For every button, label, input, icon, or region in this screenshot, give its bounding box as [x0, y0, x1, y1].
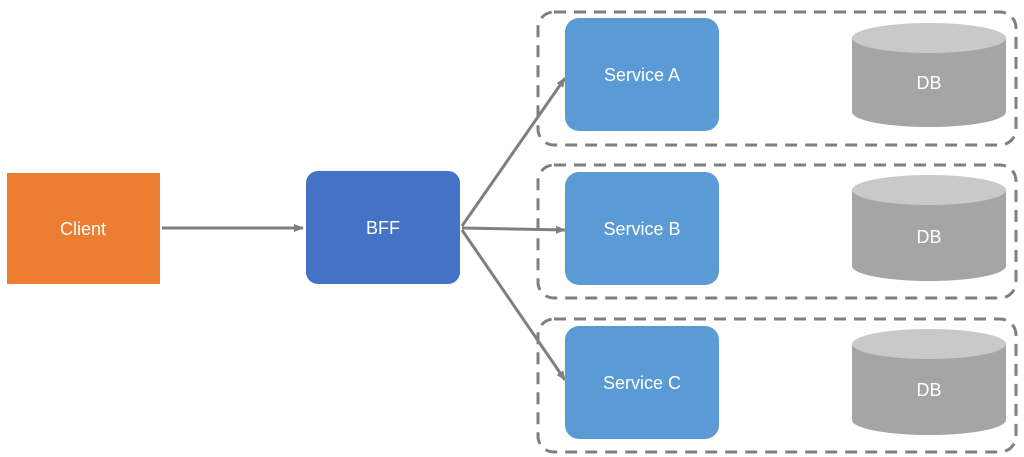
db-a-cylinder: DB [852, 23, 1006, 127]
client-label: Client [60, 219, 106, 239]
service-b-node: Service B [565, 172, 719, 285]
db-b-label: DB [916, 227, 941, 247]
service-c-label: Service C [603, 373, 681, 393]
service-group-b [536, 163, 1018, 300]
service-a-label: Service A [604, 65, 680, 85]
arrow-bff-to-service-b [461, 225, 566, 234]
service-b-label: Service B [603, 219, 680, 239]
db-a-label: DB [916, 73, 941, 93]
bff-label: BFF [366, 218, 400, 238]
client-node: Client [7, 173, 160, 284]
service-group-c [536, 317, 1018, 454]
service-c-node: Service C [565, 326, 719, 439]
service-group-a [536, 10, 1018, 147]
bff-node: BFF [306, 171, 460, 284]
arrow-bff-to-service-a [460, 77, 567, 227]
db-c-cylinder: DB [852, 329, 1006, 435]
arrow-bff-to-service-c [460, 229, 567, 381]
db-b-cylinder: DB [852, 175, 1006, 281]
service-a-node: Service A [565, 18, 719, 131]
db-c-label: DB [916, 380, 941, 400]
